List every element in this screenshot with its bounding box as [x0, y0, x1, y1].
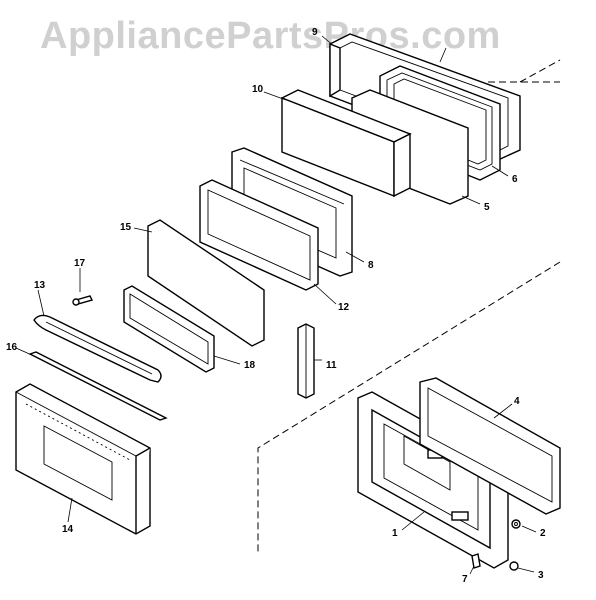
callout-14: 14 [62, 524, 74, 535]
callout-9: 9 [312, 27, 318, 38]
callout-15: 15 [120, 222, 132, 233]
part-clip[interactable] [471, 553, 481, 569]
part-trim-strip[interactable] [28, 351, 168, 421]
callout-labels: 9 10 6 5 8 12 15 17 13 11 18 16 14 1 4 2… [6, 27, 546, 585]
callout-4: 4 [514, 396, 520, 407]
callout-11: 11 [326, 360, 337, 371]
part-glass-frame[interactable] [199, 179, 319, 291]
perspective-guide-lines [257, 59, 561, 555]
callout-12: 12 [338, 302, 350, 313]
callout-3: 3 [538, 570, 544, 581]
callout-18: 18 [244, 360, 256, 371]
part-insulation[interactable] [280, 89, 412, 198]
watermark: AppliancePartsPros.com [40, 15, 501, 57]
callout-2: 2 [540, 528, 546, 539]
part-inner-door-frame[interactable] [357, 391, 509, 569]
part-bushing[interactable] [511, 519, 521, 529]
part-screw[interactable] [72, 295, 94, 306]
part-hinge-channel[interactable] [297, 323, 315, 399]
part-outer-door-panel[interactable] [15, 383, 151, 535]
part-outer-glass[interactable] [147, 219, 265, 347]
part-door-gasket[interactable] [419, 377, 561, 515]
callout-7: 7 [462, 574, 468, 585]
callout-8: 8 [368, 260, 374, 271]
part-door-handle[interactable] [33, 314, 162, 383]
callout-6: 6 [512, 174, 518, 185]
callout-17: 17 [74, 258, 86, 269]
part-nut[interactable] [509, 561, 519, 571]
callout-16: 16 [6, 342, 18, 353]
callout-10: 10 [252, 84, 264, 95]
leader-lines [15, 35, 537, 575]
callout-1: 1 [392, 528, 398, 539]
callout-13: 13 [34, 280, 46, 291]
part-window-gasket[interactable] [123, 285, 215, 373]
callout-5: 5 [484, 202, 490, 213]
